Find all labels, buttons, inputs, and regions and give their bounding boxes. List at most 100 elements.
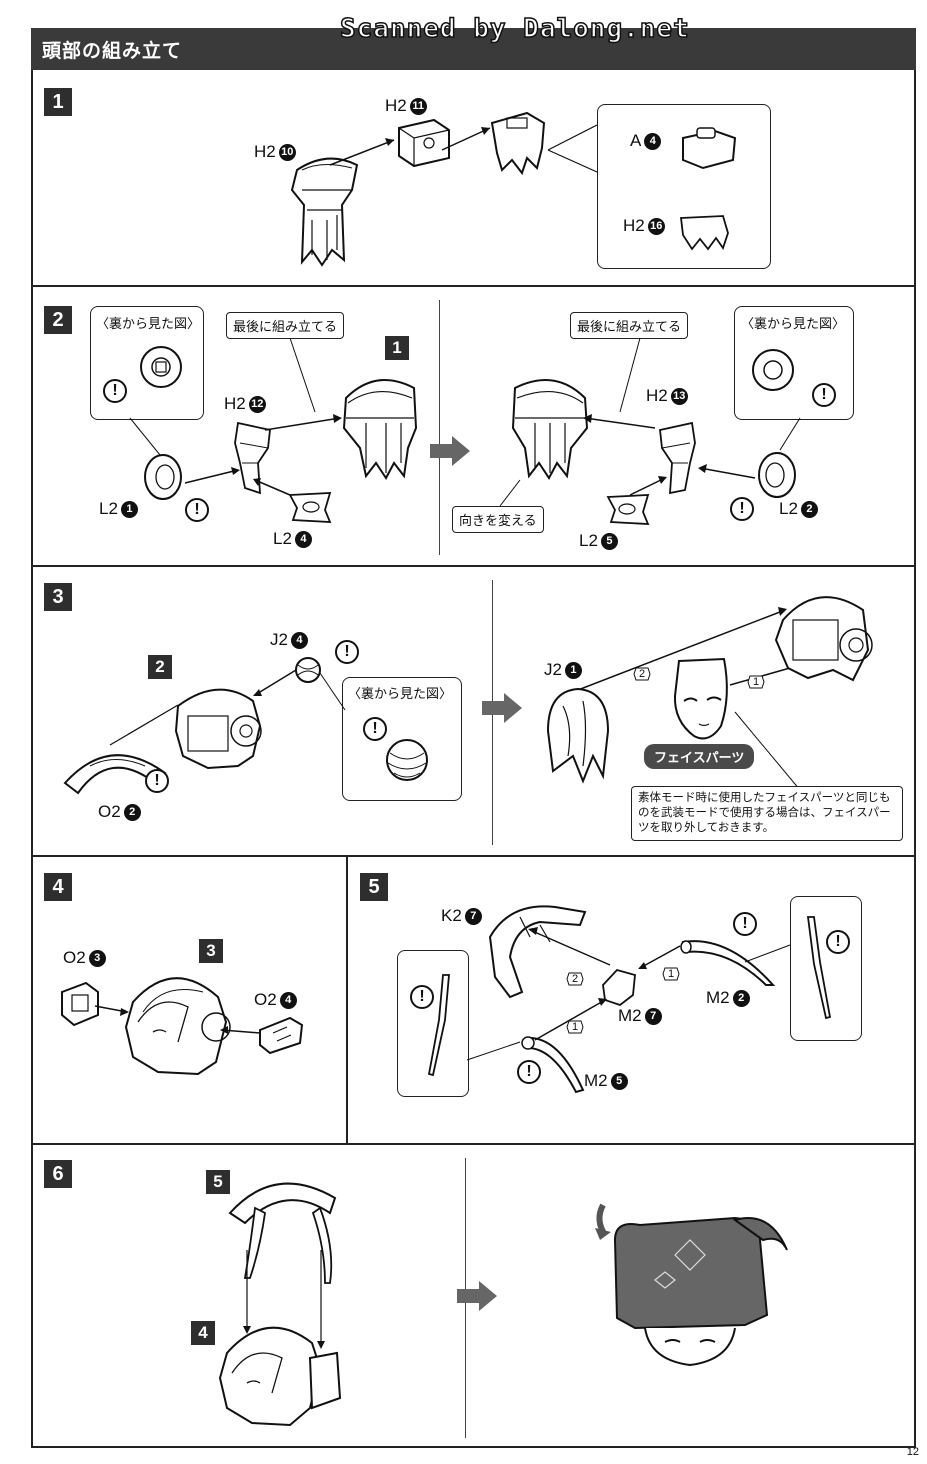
note-assemble-last-left: 最後に組み立てる xyxy=(226,312,345,339)
step4-part-o2-4 xyxy=(259,1016,304,1055)
step5-order-1: 1 xyxy=(662,967,680,981)
step4-part-o2-3 xyxy=(61,981,99,1027)
step2-left-back-view-title: 〈裏から見た図〉 xyxy=(96,316,201,331)
step1-part-h2-11 xyxy=(398,118,450,168)
divider-3 xyxy=(31,855,916,857)
step3-head-back xyxy=(774,596,873,682)
warning-icon: ! xyxy=(733,912,757,936)
step6-ref-step-5: 5 xyxy=(206,1170,230,1194)
step-5-number: 5 xyxy=(360,873,388,901)
step3-next-arrow-icon xyxy=(482,693,522,723)
warning-icon: ! xyxy=(410,985,434,1009)
step4-arrows xyxy=(94,1005,261,1034)
step5-right-detail-spike xyxy=(806,916,832,1020)
page-title: 頭部の組み立て xyxy=(42,40,183,62)
step2-part-h2-12 xyxy=(234,421,271,495)
step2-right-back-view-part xyxy=(752,349,794,391)
step3-head-assembly xyxy=(174,688,262,770)
step4-ref-step-3: 3 xyxy=(199,939,223,963)
step2-head-right xyxy=(511,379,589,480)
step3-order-2: 2 xyxy=(633,667,651,681)
warning-icon: ! xyxy=(730,497,754,521)
note-assemble-last-right: 最後に組み立てる xyxy=(570,312,689,339)
step2-next-arrow-icon xyxy=(430,436,470,466)
step4-head xyxy=(124,977,231,1076)
step-6-number: 6 xyxy=(44,1160,72,1188)
warning-icon: ! xyxy=(517,1060,541,1084)
step1-part-a-4 xyxy=(682,127,737,170)
step5-part-m2-2 xyxy=(680,940,776,986)
step5-lines xyxy=(466,927,791,1061)
step2-right-back-view-title: 〈裏から見た図〉 xyxy=(741,316,846,331)
step5-part-m2-5 xyxy=(521,1036,585,1094)
warning-icon: ! xyxy=(103,379,127,403)
step2-head-left xyxy=(342,379,418,480)
divider-4 xyxy=(31,1143,916,1145)
warning-icon: ! xyxy=(363,717,387,741)
divider-v-45 xyxy=(346,856,348,1144)
step6-ref-step-4: 4 xyxy=(191,1321,215,1345)
step5-order-1-lower: 1 xyxy=(566,1020,584,1034)
step2-part-h2-13 xyxy=(659,421,696,495)
warning-icon: ! xyxy=(185,498,209,522)
step-2-number: 2 xyxy=(44,306,72,334)
step2-ref-step-1: 1 xyxy=(385,336,409,360)
step1-detail-box xyxy=(597,104,771,269)
step6-head xyxy=(218,1326,342,1427)
step2-part-l2-5 xyxy=(606,494,650,525)
step-4-number: 4 xyxy=(44,873,72,901)
step5-left-detail-spike xyxy=(427,974,450,1077)
step2-lines xyxy=(129,337,801,507)
warning-icon: ! xyxy=(145,769,169,793)
warning-icon: ! xyxy=(335,640,359,664)
step6-horn-part xyxy=(228,1182,337,1284)
step-3-number: 3 xyxy=(44,583,72,611)
step5-order-2: 2 xyxy=(566,972,584,986)
step3-hair-part xyxy=(546,687,610,784)
watermark: Scanned by Dalong.net xyxy=(339,13,690,45)
page-number: 12 xyxy=(906,1446,919,1458)
step3-ref-step-2: 2 xyxy=(148,655,172,679)
header-bar xyxy=(31,28,916,70)
step5-part-k2-7 xyxy=(488,905,587,999)
step2-part-l2-4 xyxy=(288,492,332,523)
step3-face-part xyxy=(673,657,728,740)
step-1-number: 1 xyxy=(44,88,72,116)
step6-next-arrow-icon xyxy=(457,1281,497,1311)
step1-part-assembly xyxy=(490,111,546,176)
step2-part-l2-2 xyxy=(758,452,796,498)
step2-left-back-view-part xyxy=(140,346,182,388)
warning-icon: ! xyxy=(826,930,850,954)
divider-1 xyxy=(31,285,916,287)
step2-part-l2-1 xyxy=(144,454,182,500)
face-parts-note: 素体モード時に使用したフェイスパーツと同じものを武装モードで使用する場合は、フェ… xyxy=(631,786,903,841)
divider-v-2 xyxy=(439,300,440,555)
step1-part-h2-16 xyxy=(679,215,729,251)
step3-back-view-part xyxy=(386,739,428,781)
note-change-direction: 向きを変える xyxy=(452,506,544,533)
step1-head-part-h2-10 xyxy=(290,157,359,267)
step3-order-1: 1 xyxy=(747,675,765,689)
face-parts-tag: フェイスパーツ xyxy=(644,744,755,769)
step3-back-view-title: 〈裏から見た図〉 xyxy=(348,686,453,701)
divider-2 xyxy=(31,565,916,567)
